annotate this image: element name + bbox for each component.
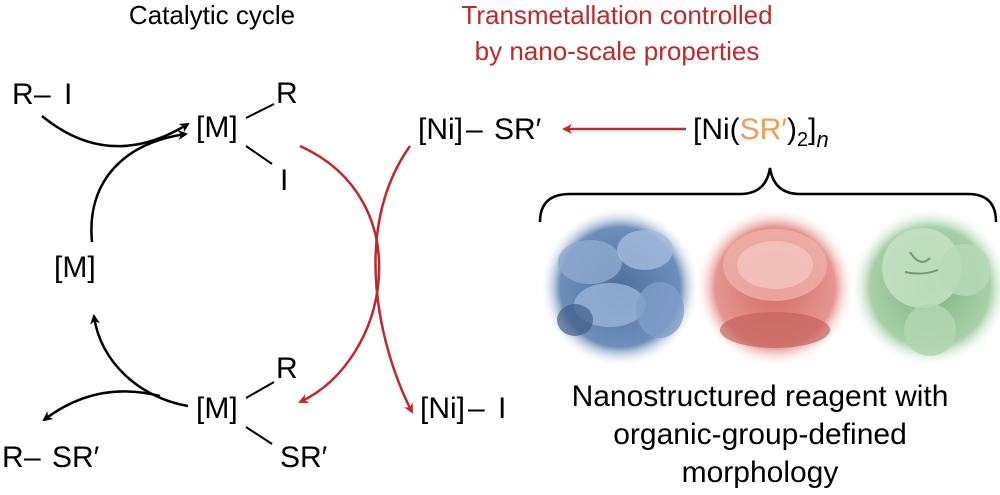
reagent-subscript-2: 2 <box>797 129 808 151</box>
r-i-reactant: R – I <box>12 78 72 111</box>
prod-sr: SR′ <box>52 441 100 474</box>
m-bottom-sr: SR′ <box>280 441 328 474</box>
reagent-close: ) <box>787 113 797 146</box>
reductive-elimination-arrow <box>42 390 161 422</box>
m-r-sr-complex: [M] R SR′ <box>196 352 328 474</box>
m-top-r: R <box>276 77 298 110</box>
caption-line1: Nanostructured reagent with <box>572 380 949 413</box>
catalytic-cycle-title: Catalytic cycle <box>129 0 295 30</box>
ni-sr-sr: SR′ <box>494 113 542 146</box>
reagent-open: [Ni( <box>693 113 740 146</box>
m-left-label: [M] <box>54 251 96 284</box>
ni-i-i: I <box>498 392 506 425</box>
cycle-arrow-bottom-to-left <box>90 314 189 408</box>
r-i-r: R <box>12 78 34 111</box>
m-top-i-bond <box>245 145 273 165</box>
reagent-bracket: ] <box>808 113 816 146</box>
r-sr-product: R – SR′ <box>2 441 100 474</box>
red-micrograph <box>695 207 855 367</box>
cycle-arrow-left-to-top <box>90 130 188 243</box>
prod-bond: – <box>24 441 41 474</box>
caption-line2: organic-group-defined <box>613 418 907 451</box>
ni-sr-species: [Ni] – SR′ <box>418 113 542 146</box>
green-micrograph <box>850 207 1000 367</box>
m-bottom-sr-bond <box>245 426 273 445</box>
caption-line3: morphology <box>682 456 839 489</box>
m-top-label: [M] <box>196 111 238 144</box>
r-i-bond: – <box>34 78 51 111</box>
transmetallation-title-line1: Transmetallation controlled <box>461 0 772 30</box>
reagent-sr: SR′ <box>740 113 788 146</box>
transmetallation-title-line2: by nano-scale properties <box>475 36 760 66</box>
m-top-r-bond <box>245 103 275 119</box>
ni-i-bond: – <box>468 392 485 425</box>
transmetallation-arrow-m <box>298 144 381 404</box>
transmetallation-arrow-ni <box>374 145 414 414</box>
m-bottom-r-bond <box>245 381 275 399</box>
reagent-subscript-n: n <box>816 127 828 152</box>
blue-micrograph <box>540 207 700 367</box>
grouping-brace <box>538 167 998 223</box>
oxidative-addition-arrow <box>41 115 190 148</box>
ni-i-species: [Ni] – I <box>420 392 506 425</box>
m-top-i: I <box>280 164 288 197</box>
ni-i-ni: [Ni] <box>420 392 465 425</box>
prod-r: R <box>2 441 24 474</box>
m-bottom-r: R <box>276 352 298 385</box>
r-i-i: I <box>64 78 72 111</box>
ni-sr-bond: – <box>466 113 483 146</box>
nickel-thiolate-reagent: [Ni(SR′)2]n <box>693 113 829 152</box>
ni-sr-ni: [Ni] <box>418 113 463 146</box>
m-bottom-label: [M] <box>196 392 238 425</box>
m-r-i-complex: [M] R I <box>196 77 298 197</box>
